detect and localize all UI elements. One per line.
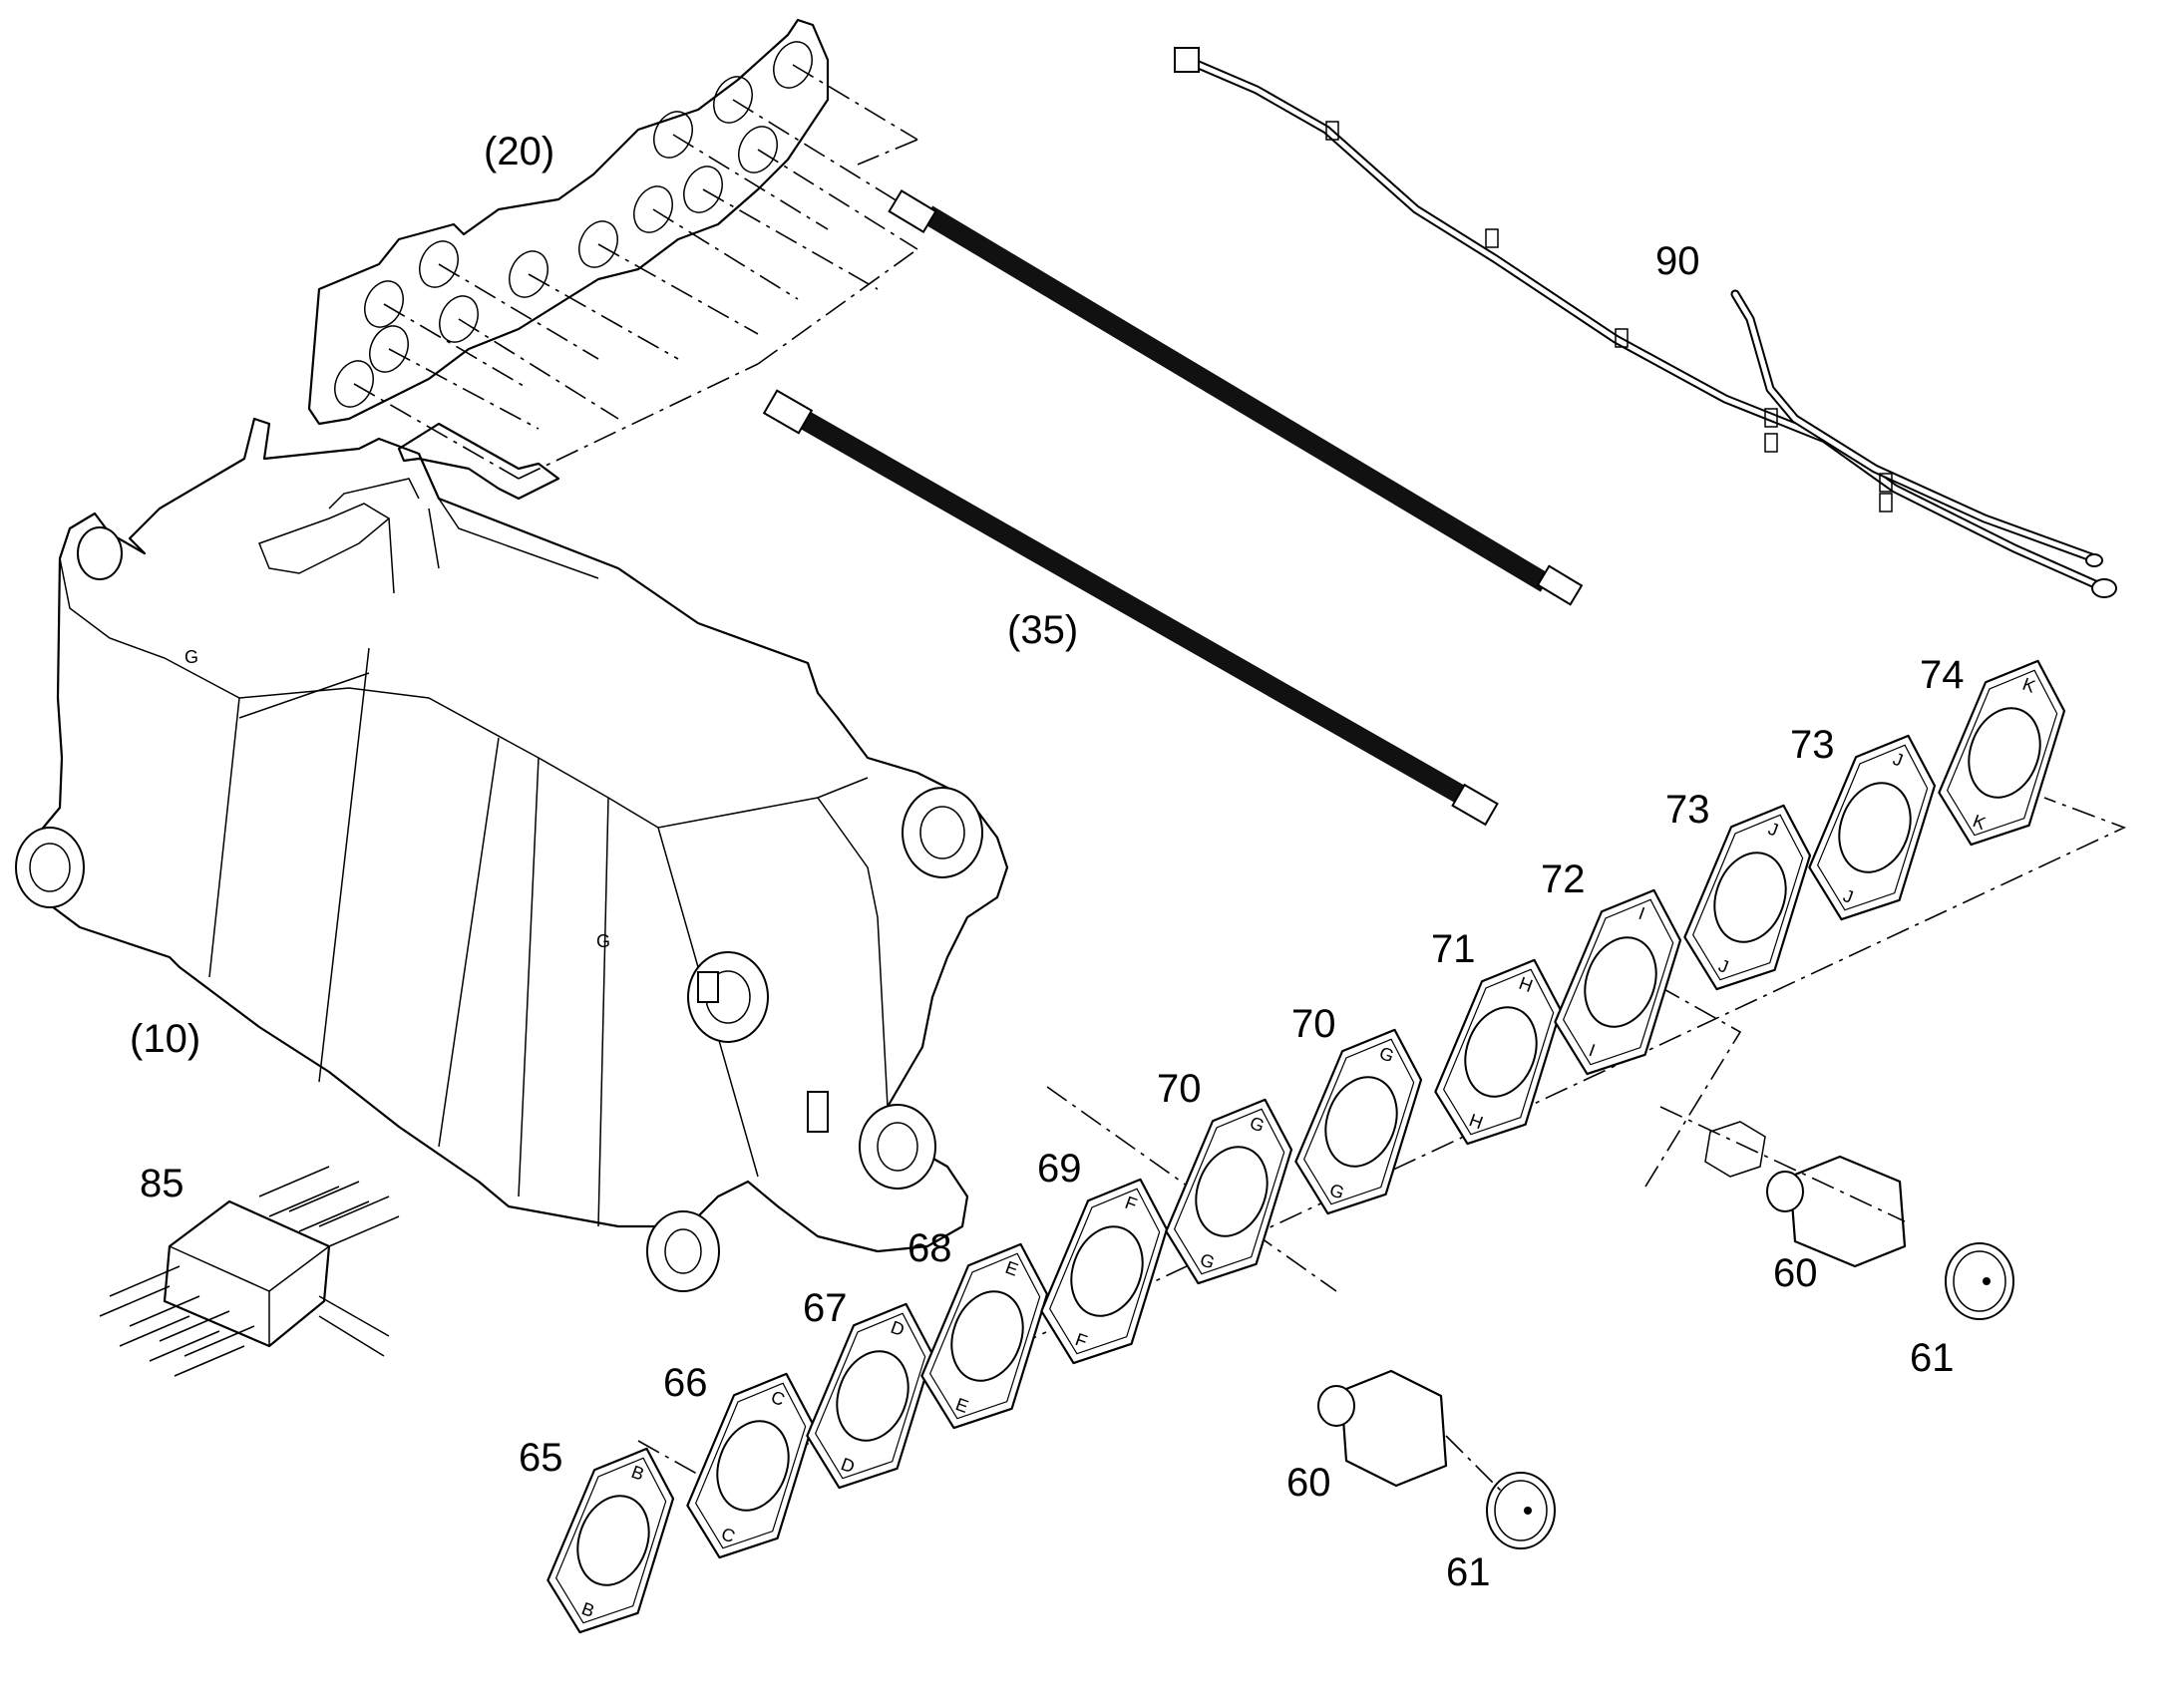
gasket-letter-bottom: H (1467, 1110, 1486, 1133)
gasket-69-5: FF (1040, 1178, 1169, 1365)
gasket-letter-top: H (1517, 973, 1536, 996)
gasket-70-6: GG (1165, 1098, 1293, 1285)
callout-71: 71 (1431, 927, 1476, 971)
main-frame-10: G G (15, 417, 1009, 1292)
manifold-block-85 (99, 1166, 400, 1377)
callout-90: 90 (1655, 239, 1700, 283)
callout-60-lower: 60 (1286, 1461, 1331, 1505)
gasket-72-9: II (1554, 888, 1682, 1076)
gasket-letter-top: I (1636, 903, 1648, 924)
gasket-73-10: JJ (1683, 804, 1812, 991)
gasket-letter-top: C (769, 1387, 788, 1410)
connector-60-lower (1317, 1369, 1556, 1549)
callout-20: (20) (484, 130, 554, 173)
gasket-68-4: EE (920, 1242, 1049, 1430)
gasket-letter-bottom: D (839, 1454, 858, 1477)
callout-35: (35) (1007, 608, 1078, 652)
pipe-set-90 (1174, 47, 2117, 598)
callout-61-upper: 61 (1910, 1336, 1955, 1380)
callout-68: 68 (908, 1226, 952, 1270)
callout-70a: 70 (1157, 1067, 1202, 1111)
frame-mark-b: G (596, 931, 610, 951)
connector-60-upper (1704, 1121, 2014, 1320)
gasket-66-2: CC (686, 1372, 815, 1559)
callout-69: 69 (1037, 1147, 1082, 1191)
gasket-73-11: JJ (1808, 734, 1937, 921)
bracket-plate-20 (307, 18, 918, 501)
callout-70b: 70 (1291, 1002, 1336, 1046)
callout-73a: 73 (1665, 788, 1710, 832)
gasket-letter-bottom: G (1198, 1249, 1218, 1273)
callout-65: 65 (519, 1436, 563, 1480)
gasket-letter-top: G (1248, 1113, 1268, 1137)
gasket-67-3: DD (806, 1302, 934, 1490)
gasket-74-12: KK (1938, 659, 2066, 847)
callout-60-upper: 60 (1773, 1251, 1818, 1295)
gasket-65-1: BB (546, 1447, 675, 1634)
gasket-71-8: HH (1434, 958, 1563, 1146)
gasket-letter-top: D (889, 1317, 908, 1340)
callout-61-lower: 61 (1446, 1550, 1491, 1594)
gasket-letter-bottom: C (719, 1524, 738, 1546)
callout-66: 66 (663, 1361, 708, 1405)
gasket-letter-bottom: I (1587, 1040, 1599, 1061)
gasket-letter-bottom: G (1327, 1180, 1347, 1203)
gasket-70-7: GG (1294, 1028, 1423, 1215)
hose-35 (762, 189, 1584, 827)
callout-67: 67 (803, 1286, 848, 1330)
callout-72: 72 (1541, 857, 1586, 901)
callout-74: 74 (1920, 653, 1965, 697)
frame-mark-a: G (184, 647, 198, 667)
gasket-letter-top: G (1377, 1043, 1397, 1067)
callout-73b: 73 (1790, 723, 1835, 767)
callout-85: 85 (140, 1162, 184, 1205)
callout-10: (10) (130, 1017, 200, 1061)
